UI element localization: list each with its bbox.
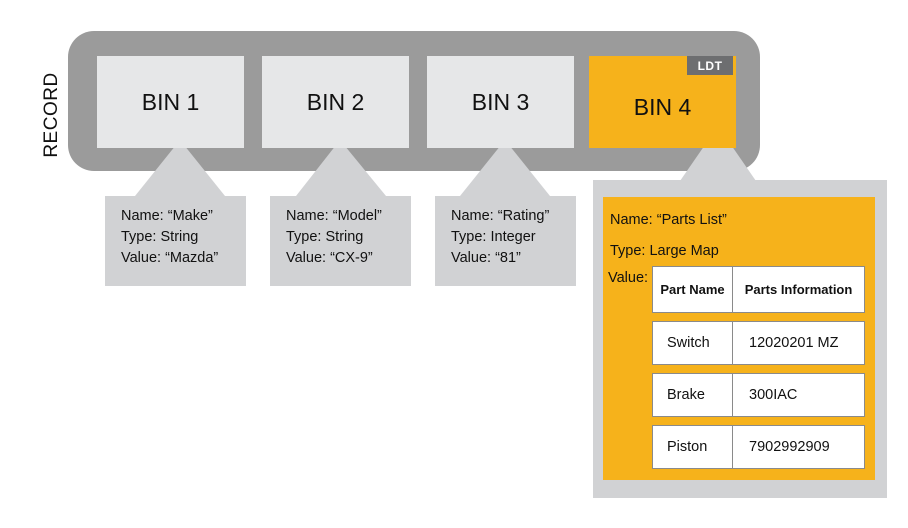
table-header-parts-information: Parts Information: [732, 266, 865, 313]
bin-2-name: Name: “Model”: [286, 208, 382, 224]
bin-1-name: Name: “Make”: [121, 208, 213, 224]
table-row-3-info: 7902992909: [732, 425, 865, 469]
bin-2-type: Type: String: [286, 229, 364, 245]
ldt-badge: LDT: [687, 56, 733, 75]
bin-1-label: BIN 1: [141, 88, 200, 115]
bin-3-name: Name: “Rating”: [451, 208, 550, 224]
bin-1: BIN 1: [97, 56, 244, 148]
table-row-3-part: Piston: [652, 425, 733, 469]
bin-2-value: Value: “CX-9”: [286, 250, 373, 266]
table-header-part-name: Part Name: [652, 266, 733, 313]
bin-1-callout: Name: “Make” Type: String Value: “Mazda”: [105, 196, 246, 286]
ldt-value-label: Value:: [608, 270, 649, 286]
bin-3-pointer: [460, 140, 550, 196]
table-row-2-info: 300IAC: [732, 373, 865, 417]
bin-1-pointer: [135, 140, 225, 196]
table-row-2-part: Brake: [652, 373, 733, 417]
bin-2-pointer: [296, 140, 386, 196]
bin-2-label: BIN 2: [306, 88, 365, 115]
bin-3-callout: Name: “Rating” Type: Integer Value: “81”: [435, 196, 576, 286]
bin-2-callout: Name: “Model” Type: String Value: “CX-9”: [270, 196, 411, 286]
bin-3-type: Type: Integer: [451, 229, 536, 245]
bin-4-label: BIN 4: [633, 93, 692, 120]
bin-3: BIN 3: [427, 56, 574, 148]
bin-2: BIN 2: [262, 56, 409, 148]
bin-1-type: Type: String: [121, 229, 199, 245]
bin-1-value: Value: “Mazda”: [121, 250, 219, 266]
table-row-1-info: 12020201 MZ: [732, 321, 865, 365]
bin-3-label: BIN 3: [471, 88, 530, 115]
bin-4-pointer: [680, 126, 756, 181]
table-row-1-part: Switch: [652, 321, 733, 365]
ldt-name: Name: “Parts List”: [610, 212, 727, 228]
bin-3-value: Value: “81”: [451, 250, 521, 266]
ldt-type: Type: Large Map: [610, 243, 719, 259]
